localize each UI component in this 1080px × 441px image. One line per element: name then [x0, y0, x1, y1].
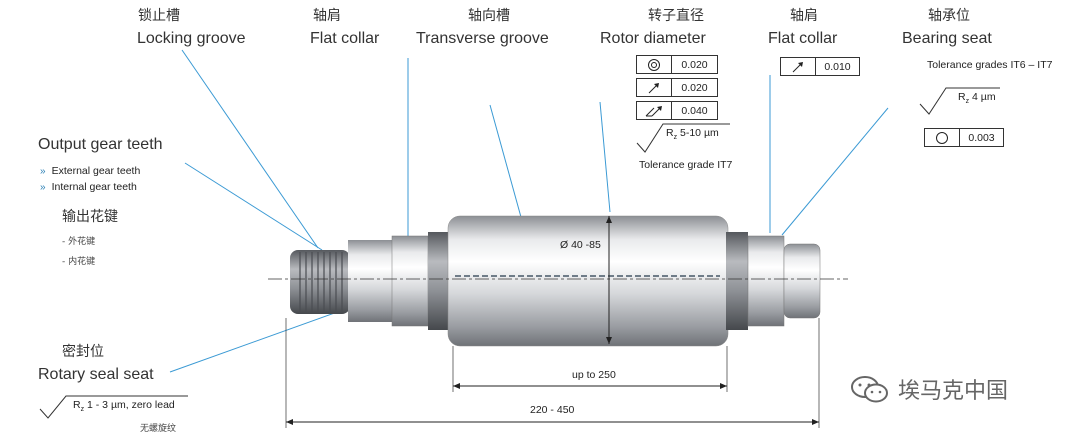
- output-gear-cn-item: - 内花键: [62, 257, 96, 267]
- output-gear-item: »External gear teeth: [40, 165, 141, 177]
- rotor-tolerance-row-3: 0.040: [636, 101, 718, 120]
- bearing-tolerance-box: 0.003: [924, 128, 1004, 147]
- rotor-tolerance-row-1: 0.020: [636, 55, 718, 74]
- collar-tolerance-box: 0.010: [780, 57, 860, 76]
- output-gear-cn-item: - 外花键: [62, 237, 96, 247]
- bullet-icon: »: [40, 166, 46, 177]
- rotor-tolerance-row-2: 0.020: [636, 78, 718, 97]
- total-runout-icon: [637, 102, 672, 119]
- rotor-tolerance-value: 0.020: [681, 81, 708, 94]
- leader-bearing-seat: [781, 107, 889, 236]
- rotor-roughness-symbol: [636, 123, 730, 153]
- wechat-icon: [850, 375, 890, 409]
- transverse-groove-en: Transverse groove: [416, 30, 549, 47]
- shaft-body: [290, 215, 821, 347]
- rotor-tolerance-value: 0.020: [681, 58, 708, 71]
- rotor-diameter-en: Rotor diameter: [600, 30, 706, 47]
- output-gear-en: Output gear teeth: [38, 136, 163, 153]
- leader-rotor-diameter: [599, 101, 611, 213]
- watermark-text: 埃马克中国: [898, 379, 1009, 404]
- rotor-tolerance-value: 0.040: [681, 104, 708, 117]
- circularity-concentric-icon: [637, 56, 672, 73]
- rotary-seal-cn: 密封位: [62, 344, 104, 360]
- seal-note: 无螺旋纹: [140, 424, 177, 434]
- rotor-diameter-cn: 转子直径: [648, 8, 704, 24]
- runout-icon: [637, 79, 672, 96]
- bearing-roughness-label: Rz 4 µm: [958, 91, 996, 106]
- runout-icon: [781, 58, 816, 75]
- rotor-grade: Tolerance grade IT7: [639, 159, 733, 171]
- flat-collar-right-cn: 轴肩: [790, 8, 818, 24]
- diameter-label: Ø 40 -85: [560, 239, 601, 251]
- bearing-roughness-symbol: [919, 87, 1000, 115]
- output-gear-item: »Internal gear teeth: [40, 181, 137, 193]
- flat-collar-right-en: Flat collar: [768, 30, 838, 47]
- output-gear-cn: 输出花键: [62, 209, 118, 225]
- bullet-icon: »: [40, 182, 46, 193]
- rotor-length-label: up to 250: [572, 369, 616, 381]
- locking-groove-cn: 锁止槽: [138, 8, 180, 24]
- bearing-seat-en: Bearing seat: [902, 30, 992, 47]
- watermark: 埃马克中国: [850, 375, 1008, 409]
- total-length-label: 220 - 450: [530, 404, 575, 416]
- seal-roughness-symbol: [39, 395, 188, 419]
- bearing-tolerance-value: 0.003: [968, 131, 995, 144]
- leader-output-gear: [184, 162, 323, 251]
- locking-groove-en: Locking groove: [137, 30, 246, 47]
- seal-roughness-label: Rz 1 - 3 µm, zero lead: [73, 399, 175, 414]
- bearing-grade: Tolerance grades IT6 – IT7: [927, 59, 1053, 71]
- flat-collar-left-en: Flat collar: [310, 30, 380, 47]
- circularity-icon: [925, 129, 960, 146]
- leader-locking-groove: [181, 49, 319, 249]
- transverse-groove-cn: 轴向槽: [468, 8, 510, 24]
- bearing-seat-cn: 轴承位: [928, 8, 970, 24]
- collar-tolerance-value: 0.010: [824, 60, 851, 73]
- rotor-roughness-label: Rz 5-10 µm: [666, 127, 719, 142]
- flat-collar-left-cn: 轴肩: [313, 8, 341, 24]
- rotary-seal-en: Rotary seal seat: [38, 366, 154, 383]
